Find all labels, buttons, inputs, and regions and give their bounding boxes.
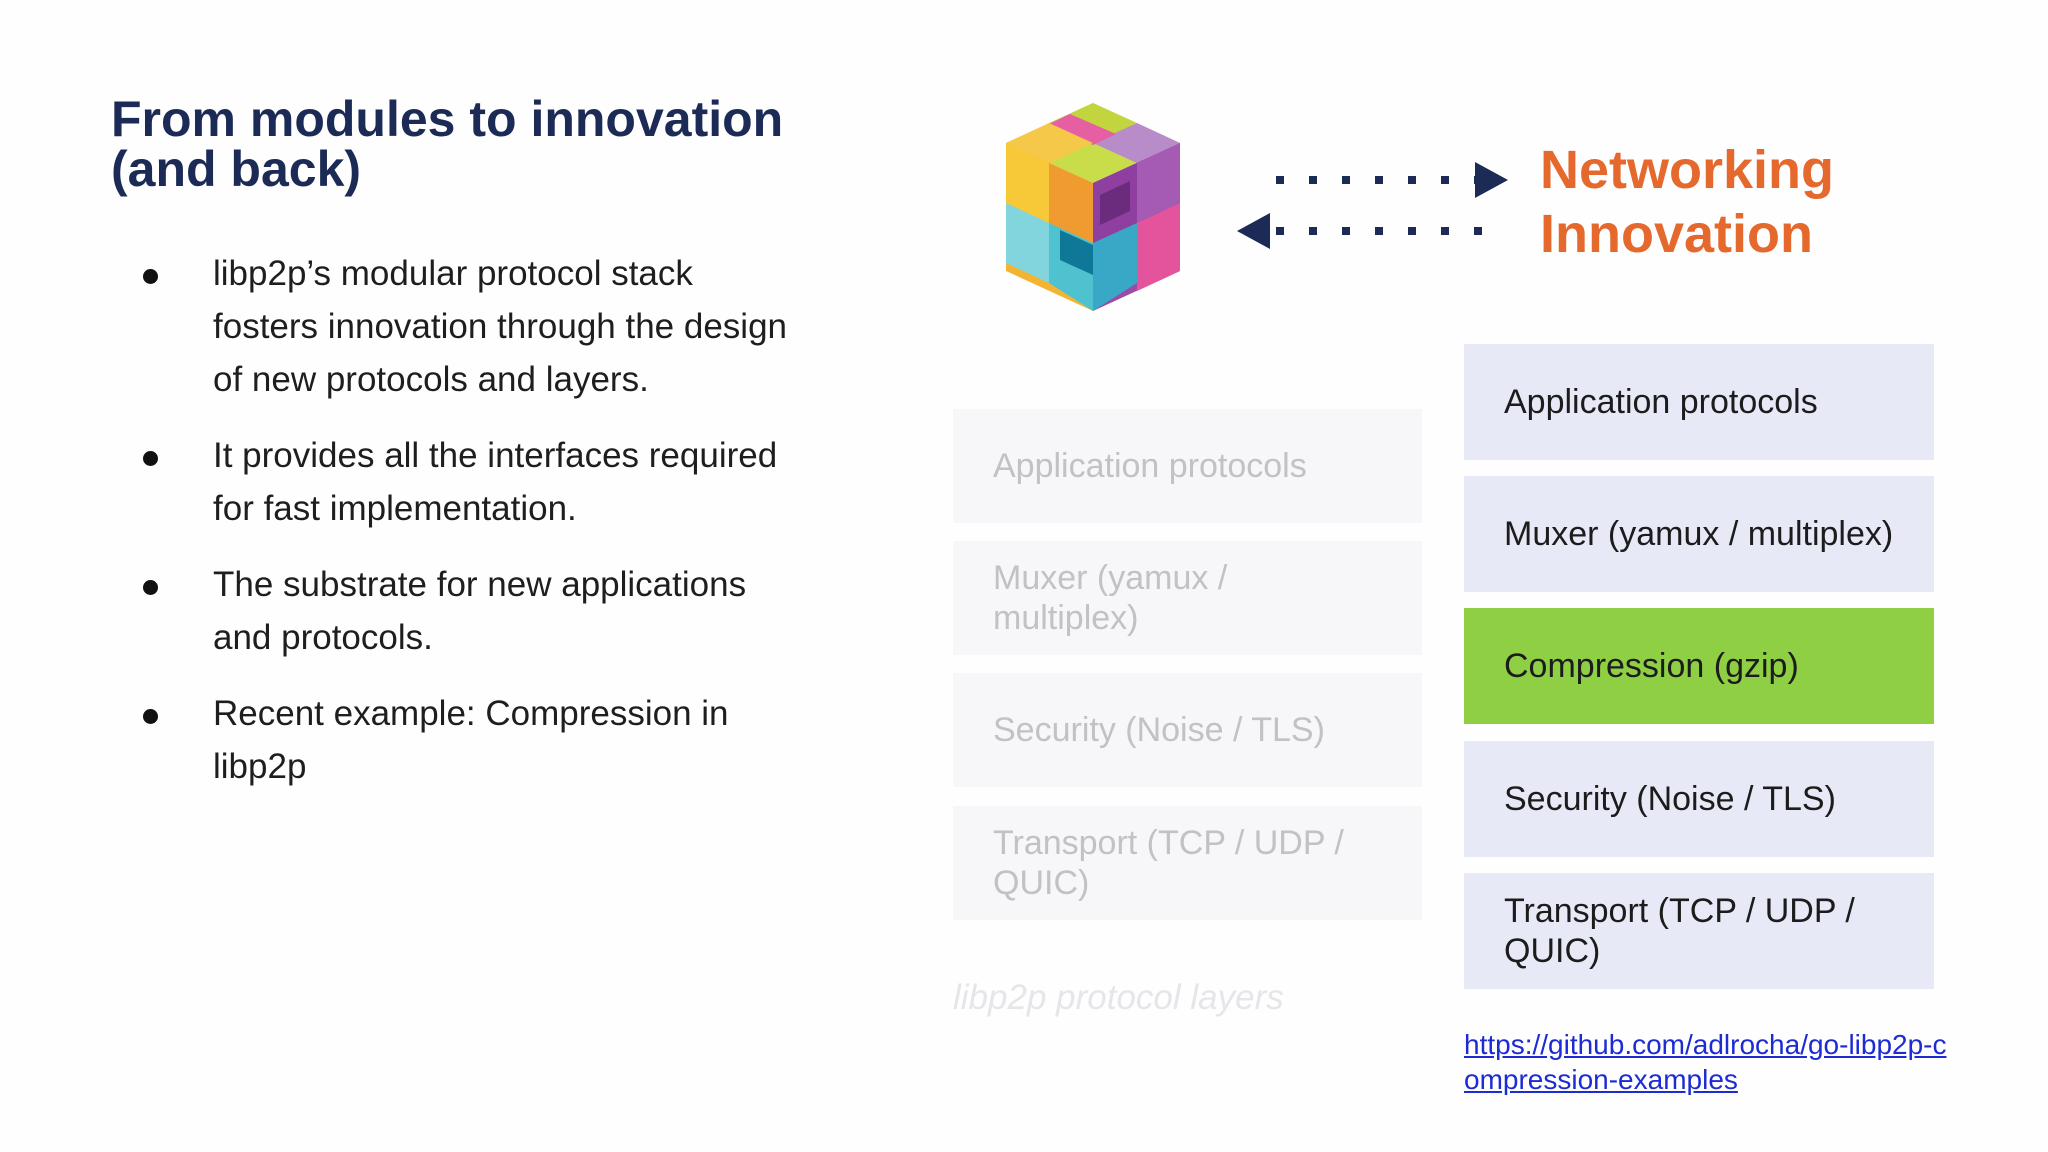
bullet-item: The substrate for new applications and p… [138, 558, 838, 664]
faded-layer-security: Security (Noise / TLS) [953, 673, 1422, 787]
layer-label: Security (Noise / TLS) [1504, 780, 1836, 818]
bullet-dot-icon [143, 580, 158, 595]
slide-title: From modules to innovation (and back) [111, 94, 891, 194]
faded-layer-label: QUIC) [993, 864, 1090, 902]
bullet-text-line: The substrate for new applications [213, 565, 747, 604]
bullet-item: Recent example: Compression in libp2p [138, 687, 838, 793]
bullet-dot-icon [143, 269, 158, 284]
protocol-layers-caption: libp2p protocol layers [953, 978, 1284, 1017]
github-examples-link[interactable]: https://github.com/adlrocha/go-libp2p-c … [1464, 1027, 1964, 1097]
faded-layer-label: Muxer (yamux / multiplex) [993, 559, 1228, 637]
networking-innovation-line: Innovation [1540, 204, 1813, 264]
layer-security: Security (Noise / TLS) [1464, 741, 1934, 857]
layer-label: Muxer (yamux / multiplex) [1504, 515, 1894, 553]
layer-application: Application protocols [1464, 344, 1934, 460]
faded-layer-label: Transport (TCP / UDP / [993, 824, 1344, 862]
link-line[interactable]: ompression-examples [1464, 1064, 1738, 1095]
faded-layer-muxer: Muxer (yamux / multiplex) [953, 541, 1422, 655]
layer-transport: Transport (TCP / UDP / QUIC) [1464, 873, 1934, 989]
layer-compression-highlighted: Compression (gzip) [1464, 608, 1934, 724]
link-line[interactable]: https://github.com/adlrocha/go-libp2p-c [1464, 1029, 1947, 1060]
faded-layer-label: Application protocols [993, 447, 1307, 485]
layer-label: Compression (gzip) [1504, 647, 1799, 685]
bullet-text-line: of new protocols and layers. [213, 360, 649, 399]
faded-layer-application: Application protocols [953, 409, 1422, 523]
faded-layer-transport: Transport (TCP / UDP / QUIC) [953, 806, 1422, 920]
layer-muxer: Muxer (yamux / multiplex) [1464, 476, 1934, 592]
networking-innovation-line: Networking [1540, 140, 1835, 200]
slide-title-line: (and back) [111, 141, 362, 197]
bullet-text-line: and protocols. [213, 618, 433, 657]
bullet-item: libp2p’s modular protocol stack fosters … [138, 247, 838, 406]
bullet-text-line: libp2p [213, 747, 307, 786]
libp2p-cube-logo-icon [1006, 103, 1180, 311]
networking-innovation-heading: Networking Innovation [1540, 138, 1920, 266]
slide-title-line: From modules to innovation [111, 91, 784, 147]
bullet-dot-icon [143, 709, 158, 724]
layer-label: QUIC) [1504, 932, 1601, 970]
bullet-text-line: It provides all the interfaces required [213, 436, 778, 475]
bidirectional-dotted-arrows-icon [1237, 162, 1508, 249]
bullet-text-line: fosters innovation through the design [213, 307, 787, 346]
bullet-text-line: Recent example: Compression in [213, 694, 729, 733]
layer-label: Application protocols [1504, 383, 1818, 421]
bullet-text-line: libp2p’s modular protocol stack [213, 254, 693, 293]
bullet-list: libp2p’s modular protocol stack fosters … [138, 247, 838, 816]
layer-label: Transport (TCP / UDP / [1504, 892, 1855, 930]
faded-layer-label: Security (Noise / TLS) [993, 711, 1325, 749]
bullet-dot-icon [143, 451, 158, 466]
bullet-text-line: for fast implementation. [213, 489, 577, 528]
bullet-item: It provides all the interfaces required … [138, 429, 838, 535]
